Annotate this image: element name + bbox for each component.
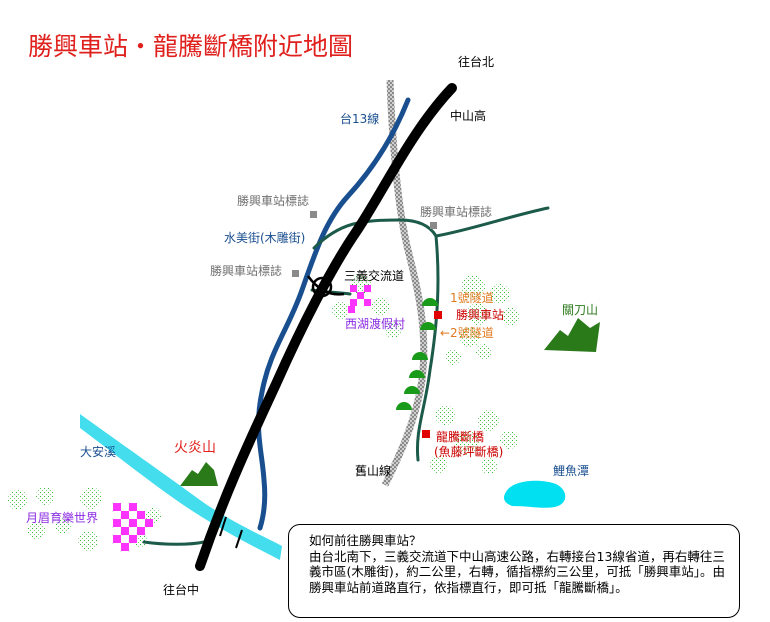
directions-question: 如何前往勝興車站？: [309, 533, 422, 548]
label-xihu-resort: 西湖渡假村: [345, 316, 405, 331]
river-bridges: [219, 516, 243, 549]
label-freeway: 中山高: [450, 108, 486, 123]
label-guandao-mountain: 關刀山: [562, 303, 598, 317]
station-sign-markers: [292, 211, 437, 277]
label-huoyan-mountain: 火炎山: [174, 440, 216, 456]
shengxing-station-marker: [434, 311, 442, 319]
map-title: 勝興車站・龍騰斷橋附近地圖: [28, 32, 353, 61]
label-liyu-lake: 鯉魚潭: [553, 464, 589, 478]
label-old-mountain-line: 舊山線: [355, 463, 391, 478]
directions-box: 如何前往勝興車站？ 由台北南下，三義交流道下中山高速公路，右轉接台13線省道，再…: [288, 524, 740, 618]
directions-body: 由台北南下，三義交流道下中山高速公路，右轉接台13線省道，再右轉往三義市區(木雕…: [309, 548, 726, 595]
label-shuimei-street: 水美街(木雕街): [224, 230, 305, 245]
label-longteng-bridge: 龍騰斷橋: [436, 429, 484, 444]
sun-yat-sen-freeway: [195, 83, 457, 571]
label-to-taipei: 往台北: [458, 54, 494, 69]
label-station-sign-1: 勝興車站標誌: [237, 193, 309, 208]
railway-tunnels: [396, 298, 438, 410]
label-station-sign-3: 勝興車站標誌: [210, 263, 282, 278]
label-tunnel-1: 1號隧道: [450, 290, 494, 305]
label-daan-river: 大安溪: [80, 444, 116, 459]
label-to-taichung: 往台中: [163, 582, 199, 597]
vegetation: [8, 274, 520, 551]
route-13-road: [256, 97, 411, 531]
sanyi-interchange: [306, 275, 345, 298]
xihu-resort-blocks: [348, 285, 371, 313]
longteng-bridge-marker: [422, 430, 430, 438]
label-yuemei-world: 月眉育樂世界: [26, 510, 98, 525]
label-sanyi-interchange: 三義交流道: [344, 268, 404, 283]
local-roads: [142, 206, 550, 546]
label-yutengping-bridge: (魚藤坪斷橋): [434, 445, 503, 459]
label-station-sign-2: 勝興車站標誌: [420, 204, 492, 219]
huoyan-mountain-shape: [180, 462, 218, 486]
guandao-mountain-shape: [544, 318, 600, 352]
liyu-lake-shape: [504, 480, 566, 508]
yuemei-world-blocks: [113, 503, 153, 551]
daan-river: [80, 414, 282, 560]
label-shengxing-station: 勝興車站: [456, 307, 504, 322]
label-route-13: 台13線: [340, 111, 379, 126]
label-tunnel-2: ←2號隧道: [440, 325, 494, 340]
